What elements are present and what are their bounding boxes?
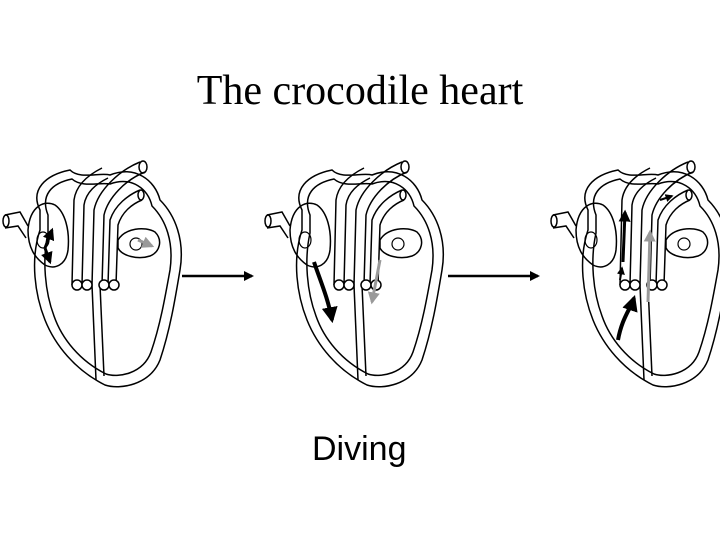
- diving-caption: Diving: [312, 430, 407, 468]
- flow-arrow-1c: [137, 236, 155, 248]
- heart-panel-3: [550, 160, 720, 388]
- flow-arrow-3e: [659, 194, 674, 202]
- diagram-title: The crocodile heart: [196, 68, 524, 114]
- flow-arrow-3d: [617, 266, 625, 281]
- flow-arrow-3b: [616, 294, 638, 341]
- flow-arrow-1b: [41, 247, 53, 265]
- flow-arrow-1a: [42, 227, 55, 249]
- flow-arrow-3a: [618, 209, 631, 263]
- flow-arrow-2a: [312, 261, 338, 324]
- heart-panel-2: [264, 160, 445, 388]
- flow-arrow-3c: [643, 229, 656, 303]
- flow-arrow-2b: [367, 259, 382, 305]
- heart-panel-1: [2, 160, 183, 388]
